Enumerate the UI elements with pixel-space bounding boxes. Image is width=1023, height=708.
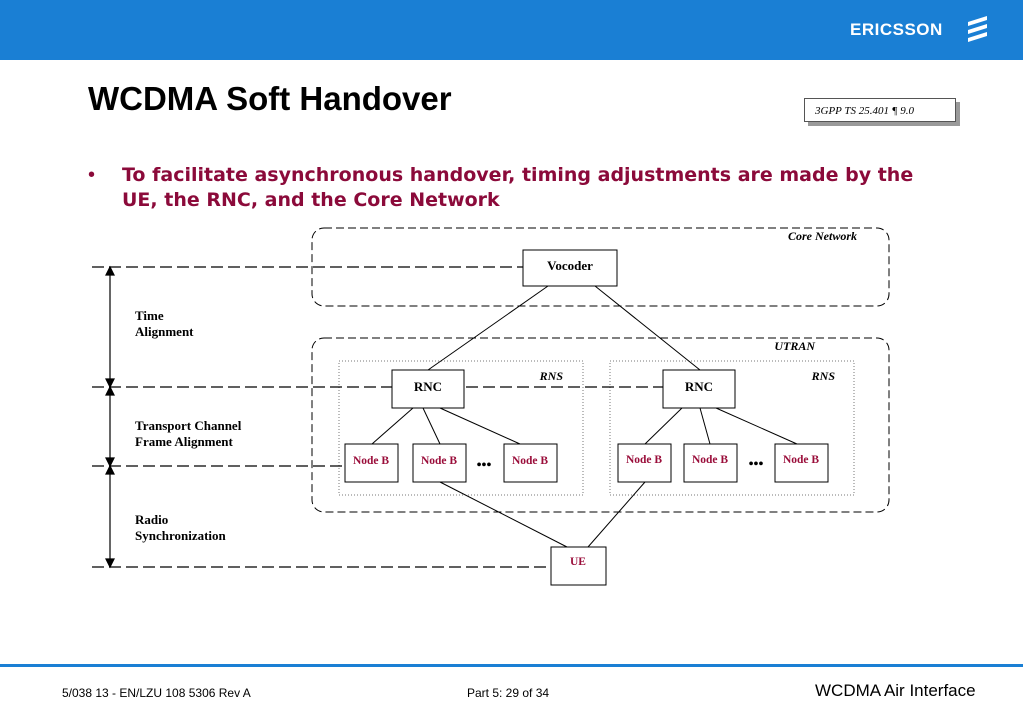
node-b-label: Node B bbox=[783, 454, 819, 466]
node-b-box bbox=[774, 443, 829, 483]
footer-divider bbox=[0, 664, 1023, 667]
rnc-box-right bbox=[662, 369, 736, 409]
rnc-label-left: RNC bbox=[414, 379, 442, 394]
ellipsis-left: ••• bbox=[477, 458, 492, 473]
node-b-label: Node B bbox=[512, 455, 548, 467]
rns-label-left: RNS bbox=[539, 369, 564, 383]
node-b-box bbox=[617, 443, 672, 483]
slide-title: WCDMA Soft Handover bbox=[88, 80, 452, 117]
ellipsis-right: ••• bbox=[749, 457, 764, 472]
brand-name: ERICSSON bbox=[850, 20, 943, 39]
label-radio-1: Radio bbox=[135, 512, 168, 527]
utran-region bbox=[311, 337, 890, 513]
footer-doc-id: 5/038 13 - EN/LZU 108 5306 Rev A bbox=[62, 686, 251, 700]
label-transport-2: Frame Alignment bbox=[135, 434, 234, 449]
node-b-box bbox=[503, 443, 558, 483]
label-radio-2: Synchronization bbox=[135, 528, 227, 543]
arrow-time-alignment bbox=[105, 265, 115, 389]
rns-label-right: RNS bbox=[811, 369, 836, 383]
ue-label: UE bbox=[570, 556, 586, 568]
bullet-dot: • bbox=[88, 164, 96, 186]
rnc-label-right: RNC bbox=[685, 379, 713, 394]
label-time-alignment-1: Time bbox=[135, 308, 164, 323]
core-network-region bbox=[311, 227, 890, 307]
bullet-text: To facilitate asynchronous handover, tim… bbox=[122, 164, 914, 211]
reference-box: 3GPP TS 25.401 ¶ 9.0 bbox=[804, 98, 956, 122]
label-time-alignment-2: Alignment bbox=[135, 324, 194, 339]
connections bbox=[371, 285, 798, 548]
node-b-box bbox=[683, 443, 738, 483]
node-b-label: Node B bbox=[421, 455, 457, 467]
node-b-label: Node B bbox=[692, 454, 728, 466]
ue-box bbox=[550, 546, 607, 586]
node-b-box bbox=[344, 443, 399, 483]
label-transport-1: Transport Channel bbox=[135, 418, 242, 433]
vocoder-box bbox=[522, 249, 618, 287]
arrow-radio-sync bbox=[105, 464, 115, 569]
header-bar bbox=[0, 0, 1023, 60]
node-b-label: Node B bbox=[626, 454, 662, 466]
node-b-box bbox=[412, 443, 467, 483]
vocoder-label: Vocoder bbox=[547, 258, 593, 273]
node-b-label: Node B bbox=[353, 455, 389, 467]
utran-label: UTRAN bbox=[774, 339, 816, 353]
ericsson-logo-icon bbox=[968, 16, 987, 42]
footer-course-title: WCDMA Air Interface bbox=[815, 681, 976, 700]
footer-page-number: Part 5: 29 of 34 bbox=[467, 686, 550, 700]
arrow-transport-channel bbox=[105, 385, 115, 468]
core-network-label: Core Network bbox=[788, 229, 857, 243]
rnc-box-left bbox=[391, 369, 465, 409]
